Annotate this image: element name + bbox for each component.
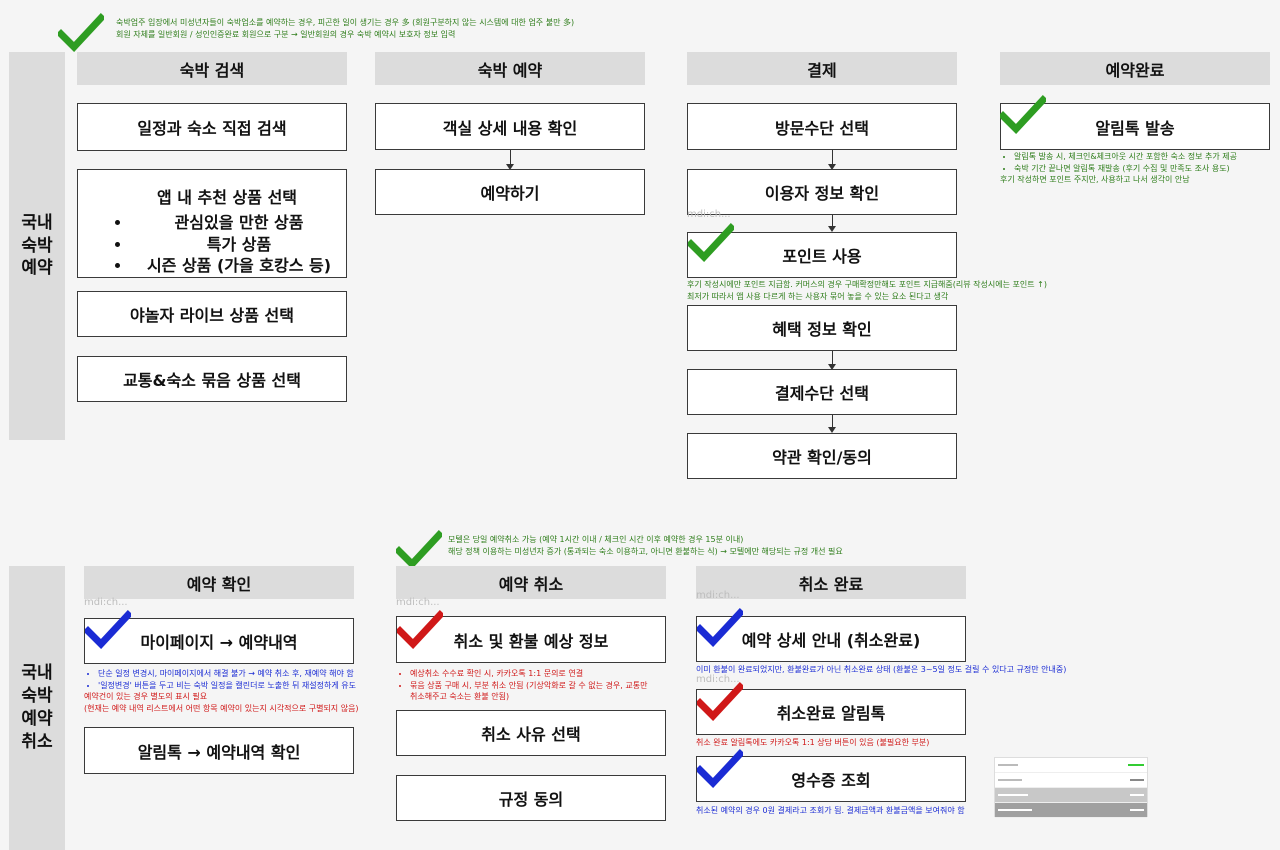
thumb-row: [995, 788, 1147, 803]
thumb-row: [995, 758, 1147, 773]
cancel-notes: 예상취소 수수료 확인 시, 카카오톡 1:1 문의로 연결 묶음 상품 구매 …: [396, 668, 647, 703]
check-green-icon: [58, 13, 104, 52]
check-red-note2: (현재는 예약 내역 리스트에서 어떤 항목 예약이 있는지 시각적으로 구별되…: [84, 703, 359, 713]
header-complete: 예약완료: [1000, 52, 1270, 85]
complete-note1: 이미 환불이 완료되었지만, 환불완료가 아닌 취소완료 상태 (환불은 3~5…: [696, 665, 1067, 674]
box-reserve: 예약하기: [375, 169, 645, 215]
thumb-row: [995, 803, 1147, 818]
check-blue-icon: [697, 608, 743, 647]
arrow-line: [510, 150, 511, 164]
point-note-line1: 후기 작성시에만 포인트 지급함. 커머스의 경우 구매확정만해도 포인트 지급…: [687, 280, 1047, 289]
cancel-note-cont: 취소해주고 숙소는 환불 안됨): [410, 692, 510, 702]
top-note-line1: 숙박업주 입장에서 미성년자들이 숙박업소를 예약하는 경우, 피곤한 일이 생…: [116, 18, 575, 27]
recommend-title: 앱 내 추천 상품 선택: [156, 188, 298, 207]
box-recommend: 앱 내 추천 상품 선택 관심있을 만한 상품 특가 상품 시즌 상품 (가을 …: [77, 169, 347, 278]
point-note: 후기 작성시에만 포인트 지급함. 커머스의 경우 구매확정만해도 포인트 지급…: [687, 279, 1047, 302]
arrowhead: [828, 364, 836, 370]
box-room-detail: 객실 상세 내용 확인: [375, 103, 645, 150]
box-reservation-detail: 예약 상세 안내 (취소완료): [696, 616, 966, 662]
mdi-label: mdi:ch...: [696, 674, 740, 685]
header-payment: 결제: [687, 52, 957, 85]
point-note-line2: 최저가 따라서 앱 사용 다르게 하는 사용자 묶어 놓을 수 있는 요소 된다…: [687, 291, 949, 301]
box-visit-method: 방문수단 선택: [687, 103, 957, 150]
box-live-product: 야놀자 라이브 상품 선택: [77, 291, 347, 337]
box-cancel-reason: 취소 사유 선택: [396, 710, 666, 756]
recommend-item: 특가 상품: [132, 234, 346, 256]
box-direct-search: 일정과 숙소 직접 검색: [77, 103, 347, 151]
check-red-icon: [697, 682, 743, 721]
cancel-note-item: 예상취소 수수료 확인 시, 카카오톡 1:1 문의로 연결: [410, 668, 647, 680]
receipt-thumbnail: [994, 757, 1148, 818]
check-red-note1: 예약건이 있는 경우 별도의 표시 필요: [84, 692, 208, 702]
mdi-label: mdi:ch...: [687, 209, 731, 220]
check-blue-icon: [697, 749, 743, 788]
box-alimtalk: 알림톡 발송: [1000, 103, 1270, 150]
mdi-label: mdi:ch...: [696, 590, 740, 601]
box-refund-estimate: 취소 및 환불 예상 정보: [396, 616, 666, 663]
box-mypage: 마이페이지 → 예약내역: [84, 618, 354, 664]
mid-note: 모텔은 당일 예약취소 가능 (예약 1시간 이내 / 체크인 시간 이후 예약…: [448, 534, 843, 557]
complete-notes: 알림톡 발송 시, 체크인&체크아웃 시간 포함한 숙소 정보 추가 제공 숙박…: [1000, 151, 1237, 186]
box-point-use: 포인트 사용: [687, 232, 957, 278]
check-blue-note: 단순 일정 변경시, 마이페이지에서 해결 불가 → 예약 취소 후, 재예약 …: [98, 668, 359, 680]
mdi-label: mdi:ch...: [396, 597, 440, 608]
arrowhead: [506, 164, 514, 170]
top-note: 숙박업주 입장에서 미성년자들이 숙박업소를 예약하는 경우, 피곤한 일이 생…: [116, 17, 574, 40]
box-bundle-product: 교통&숙소 묶음 상품 선택: [77, 356, 347, 402]
mid-note-line1: 모텔은 당일 예약취소 가능 (예약 1시간 이내 / 체크인 시간 이후 예약…: [448, 535, 744, 544]
recommend-list: 관심있을 만한 상품 특가 상품 시즌 상품 (가을 호캉스 등): [108, 212, 346, 277]
top-note-line2: 회원 자체를 일반회원 / 성인인증완료 회원으로 구분 → 일반회원의 경우 …: [116, 29, 456, 39]
box-cancel-alimtalk: 취소완료 알림톡: [696, 689, 966, 735]
box-pay-method: 결제수단 선택: [687, 369, 957, 415]
check-green-icon: [396, 530, 442, 569]
complete-note3: 취소된 예약의 경우 0원 결제라고 조회가 됨. 결제금액과 환불금액을 보여…: [696, 806, 965, 815]
box-terms-agree: 약관 확인/동의: [687, 433, 957, 479]
check-green-icon: [688, 223, 734, 262]
box-receipt: 영수증 조회: [696, 756, 966, 802]
complete-note2: 취소 완료 알림톡에도 카카오톡 1:1 상담 버튼이 있음 (불필요한 부분): [696, 738, 930, 747]
header-search: 숙박 검색: [77, 52, 347, 85]
arrow-line: [832, 351, 833, 365]
check-green-icon: [1000, 95, 1046, 134]
complete-note-item: 알림톡 발송 시, 체크인&체크아웃 시간 포함한 숙소 정보 추가 제공: [1014, 151, 1237, 163]
check-red-icon: [397, 610, 443, 649]
box-policy-agree: 규정 동의: [396, 775, 666, 821]
mid-note-line2: 해당 정책 이용하는 미성년자 증가 (통과되는 숙소 이용하고, 아니면 환불…: [448, 546, 843, 556]
arrow-line: [832, 150, 833, 164]
box-user-info: 이용자 정보 확인: [687, 169, 957, 215]
arrowhead: [828, 427, 836, 433]
arrow-line: [832, 415, 833, 428]
thumb-row: [995, 773, 1147, 788]
cancel-note-item: 묶음 상품 구매 시, 부분 취소 안됨 (기상악화로 갈 수 없는 경우, 교…: [410, 680, 647, 692]
check-blue-icon: [85, 610, 131, 649]
complete-note-item: 숙박 기간 끝나면 알림톡 재발송 (후기 수집 및 만족도 조사 용도): [1014, 163, 1237, 175]
arrowhead: [828, 226, 836, 232]
header-reservation-check: 예약 확인: [84, 566, 354, 599]
box-benefit-info: 혜택 정보 확인: [687, 305, 957, 351]
recommend-item: 시즌 상품 (가을 호캉스 등): [132, 255, 346, 277]
header-reservation-cancel: 예약 취소: [396, 566, 666, 599]
check-blue-note: '일정변경' 버튼을 두고 비는 숙박 일정을 캘린더로 노출한 뒤 재설정하게…: [98, 680, 359, 692]
check-notes: 단순 일정 변경시, 마이페이지에서 해결 불가 → 예약 취소 후, 재예약 …: [84, 668, 359, 714]
complete-note-line3: 후기 작성하면 포인트 주지만, 사용하고 나서 생각이 안남: [1000, 175, 1190, 185]
section2-side-label: 국내 숙박 예약 취소: [9, 566, 65, 850]
header-cancel-complete: 취소 완료: [696, 566, 966, 599]
header-reserve: 숙박 예약: [375, 52, 645, 85]
arrow-line: [832, 215, 833, 227]
section1-side-label: 국내 숙박 예약: [9, 52, 65, 440]
arrowhead: [828, 164, 836, 170]
box-alimtalk-reservation: 알림톡 → 예약내역 확인: [84, 727, 354, 774]
mdi-label: mdi:ch...: [84, 597, 128, 608]
recommend-item: 관심있을 만한 상품: [132, 212, 346, 234]
